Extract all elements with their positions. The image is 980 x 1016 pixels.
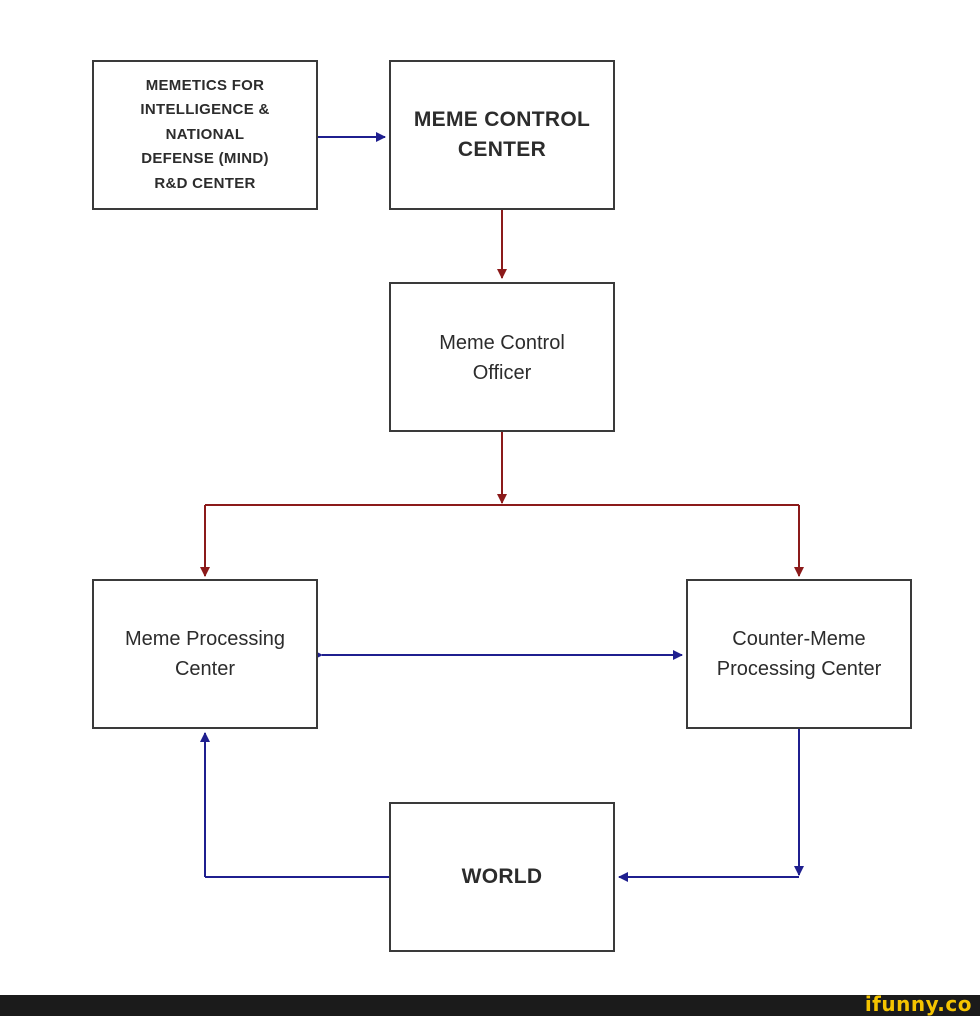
footer-bar: ifunny.co xyxy=(0,992,980,1016)
node-meme-control-center-label: MEME CONTROL CENTER xyxy=(413,108,591,161)
node-meme-processing-center: Meme Processing Center xyxy=(92,579,318,729)
node-world-label: WORLD xyxy=(461,865,543,888)
node-meme-processing-center-label: Meme Processing Center xyxy=(124,628,286,680)
diagram-canvas: MEMETICS FOR INTELLIGENCE & NATIONAL DEF… xyxy=(92,60,912,952)
watermark-logo: ifunny.co xyxy=(864,992,972,1016)
node-counter-meme-processing-center-label: Counter-Meme Processing Center xyxy=(716,628,882,680)
connector-layer xyxy=(200,132,804,882)
node-counter-meme-processing-center: Counter-Meme Processing Center xyxy=(686,579,912,729)
node-meme-control-center: MEME CONTROL CENTER xyxy=(389,60,615,210)
node-meme-control-officer-label: Meme Control Officer xyxy=(439,332,565,384)
node-mind-label: MEMETICS FOR INTELLIGENCE & NATIONAL DEF… xyxy=(140,76,270,192)
node-meme-control-officer: Meme Control Officer xyxy=(389,282,615,432)
node-world: WORLD xyxy=(389,802,615,952)
node-mind-rd-center: MEMETICS FOR INTELLIGENCE & NATIONAL DEF… xyxy=(92,60,318,210)
